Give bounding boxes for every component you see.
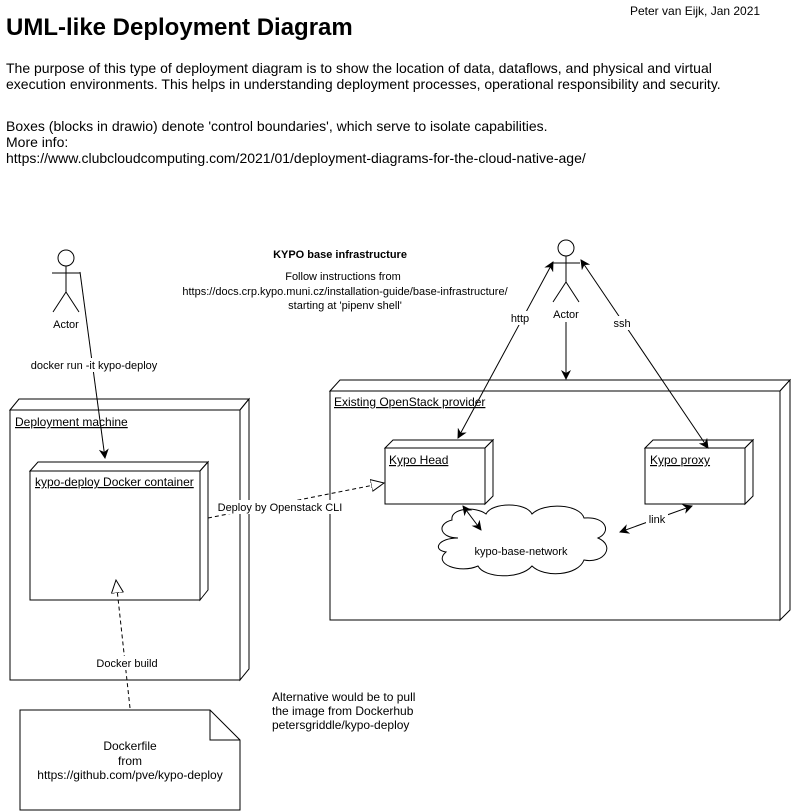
author-credit: Peter van Eijk, Jan 2021	[630, 4, 761, 18]
edge-docker-run-label: docker run -it kypo-deploy	[31, 360, 158, 372]
kypo-instructions-url: https://docs.crp.kypo.muni.cz/installati…	[182, 286, 508, 298]
edge-docker-build	[116, 580, 131, 709]
network-label: kypo-base-network	[475, 546, 568, 558]
edge-http-label-bg	[508, 311, 532, 325]
docker-container-label: kypo-deploy Docker container	[35, 475, 194, 489]
edge-ssh-label-bg	[611, 316, 633, 330]
boxes-note-paragraph: Boxes (blocks in drawio) denote 'control…	[6, 118, 586, 166]
edge-deploy-cli-label: Deploy by Openstack CLI	[218, 502, 343, 514]
kypo-instructions-line3: starting at 'pipenv shell'	[288, 300, 402, 312]
kypo-head-label: Kypo Head	[389, 453, 448, 467]
edge-http	[457, 261, 554, 439]
edge-head-network	[462, 505, 482, 531]
edge-docker-run-label-bg	[30, 358, 158, 372]
dockerfile-note-title: Dockerfile	[103, 739, 157, 753]
kypo-instructions-line1: Follow instructions from	[285, 271, 401, 283]
edge-docker-build-label-bg	[94, 656, 160, 670]
actor-left-icon	[52, 249, 80, 313]
description-paragraph: The purpose of this type of deployment d…	[6, 60, 721, 92]
edge-ssh	[580, 259, 709, 449]
openstack-provider-label: Existing OpenStack provider	[334, 395, 485, 409]
edge-link-label: link	[649, 514, 666, 526]
edge-ssh-label: ssh	[613, 318, 630, 330]
edge-docker-build-label: Docker build	[96, 658, 157, 670]
page-title: UML-like Deployment Diagram	[6, 14, 353, 41]
edge-link-label-bg	[646, 512, 668, 526]
kypo-title: KYPO base infrastructure	[273, 249, 407, 261]
deployment-machine-label: Deployment machine	[15, 415, 128, 429]
kypo-proxy-label: Kypo proxy	[650, 453, 710, 467]
alternative-note: Alternative would be to pull the image f…	[272, 690, 416, 732]
kypo-proxy-node	[643, 438, 755, 506]
docker-container-node	[28, 460, 210, 602]
edge-http-label: http	[511, 313, 529, 325]
actor-left-label: Actor	[53, 319, 79, 331]
dockerfile-note-from: from	[118, 754, 142, 768]
dockerfile-note-url: https://github.com/pve/kypo-deploy	[37, 768, 222, 782]
kypo-head-node	[383, 438, 495, 506]
actor-right-label: Actor	[553, 309, 579, 321]
actor-right-icon	[552, 239, 580, 303]
edge-deploy-cli-label-bg	[212, 500, 348, 514]
dockerfile-note	[19, 709, 241, 811]
